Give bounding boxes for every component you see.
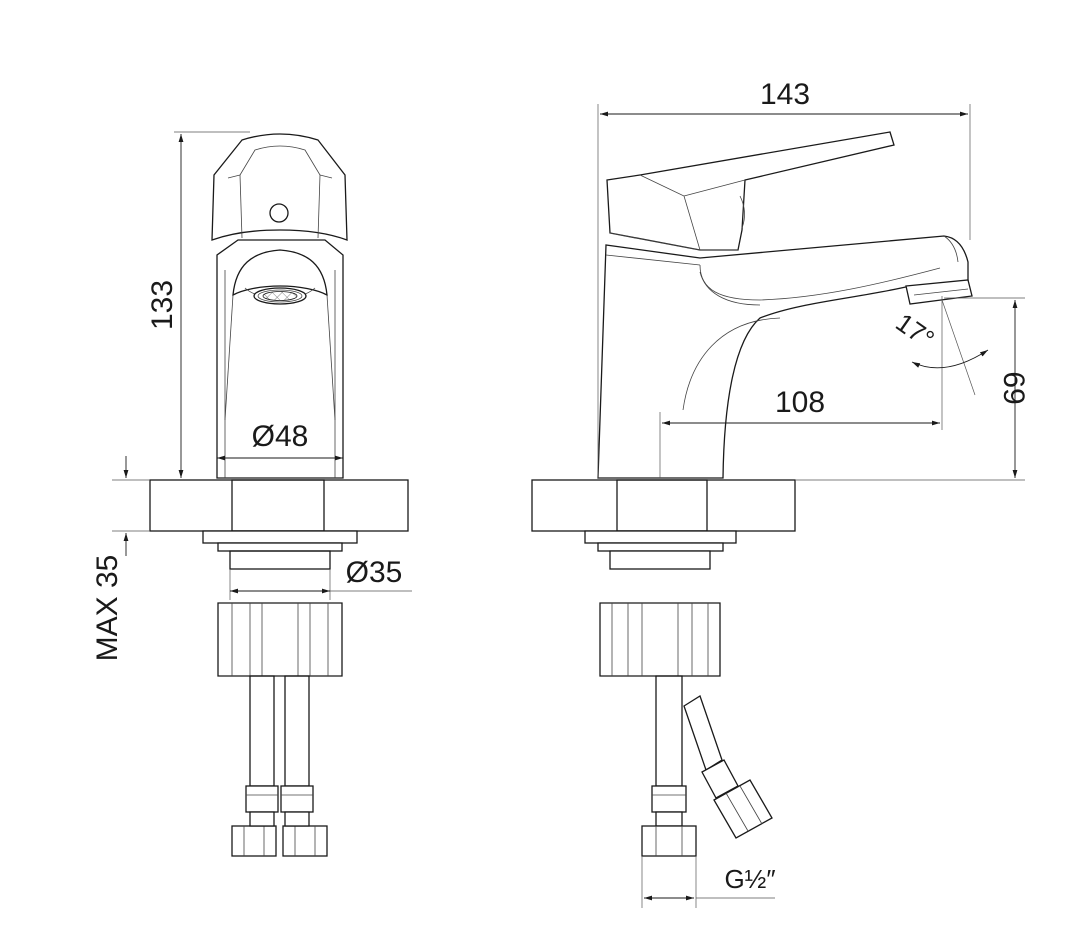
side-view: 143 108 69 17° G½″ — [531, 78, 1030, 908]
max-deck-thickness-label: MAX 35 — [91, 555, 124, 662]
countertop-section-side — [531, 479, 1025, 532]
dimension-height-69: 69 — [944, 297, 1030, 478]
thread-diameter-label: Ø35 — [346, 556, 403, 589]
width-total-label: 143 — [760, 78, 810, 111]
dimension-connection-thread: G½″ — [641, 856, 776, 908]
faucet-body-front — [216, 239, 344, 479]
dimension-width-143: 143 — [597, 78, 971, 478]
countertop-section-front — [112, 479, 409, 532]
dimension-angle-17: 17° — [890, 299, 989, 396]
spout-angle-label: 17° — [890, 307, 939, 354]
dimension-diameter-35: Ø35 — [229, 556, 412, 600]
handle-side — [606, 131, 895, 251]
height-total-label: 133 — [146, 280, 179, 330]
dimension-height-133: 133 — [146, 131, 250, 478]
handle-front — [211, 133, 348, 241]
mounting-nut-front — [202, 530, 358, 677]
body-diameter-label: Ø48 — [252, 420, 309, 453]
connection-thread-label: G½″ — [724, 864, 775, 894]
dimension-reach-108: 108 — [659, 296, 943, 478]
front-view: 133 Ø48 MAX 35 Ø35 — [91, 131, 412, 857]
spout-reach-label: 108 — [775, 386, 825, 419]
supply-hoses-front — [231, 675, 328, 857]
dimension-max-35: MAX 35 — [91, 456, 129, 662]
spout-height-label: 69 — [997, 371, 1030, 404]
supply-hoses-side — [641, 675, 773, 857]
faucet-body-side — [597, 235, 969, 479]
aerator-front — [253, 287, 307, 305]
mounting-nut-side — [584, 530, 737, 677]
dimension-diameter-48: Ø48 — [217, 420, 343, 461]
